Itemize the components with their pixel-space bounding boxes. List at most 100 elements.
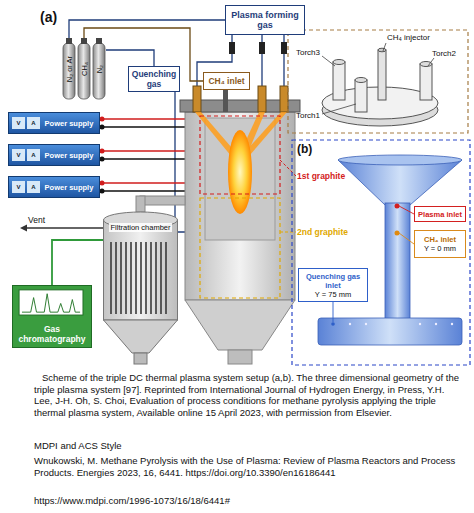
- callout-box: Quenching gas inletY = 75 mm: [298, 268, 368, 302]
- node-label: Plasma inlet: [418, 210, 462, 219]
- device-label: Power supply: [42, 119, 96, 128]
- power-supply: VAPower supply: [8, 112, 100, 134]
- part-label: Torch3: [296, 48, 320, 57]
- gas-cylinder: N₂: [92, 38, 106, 100]
- power-wire: [103, 119, 185, 191]
- filtration-chamber-shape: [160, 242, 162, 314]
- meter-label: V: [12, 117, 25, 129]
- torch-detail: [383, 43, 386, 51]
- reactor: [223, 90, 228, 112]
- gas-cylinder-shape: [81, 38, 87, 44]
- dimension-label: Y = 75 mm: [315, 290, 351, 299]
- pipe-line: [69, 20, 225, 38]
- geometry-3d: [395, 231, 400, 236]
- callout-title: Quenching gas inlet: [299, 272, 367, 290]
- torch-detail: [288, 30, 468, 133]
- vent-arrow: [20, 225, 103, 232]
- geometry-3d: [395, 204, 400, 209]
- geometry-3d: [399, 233, 414, 244]
- flow-meter: [229, 42, 287, 54]
- gas-chromatograph-shape: [22, 294, 80, 312]
- geometry-3d: [318, 318, 462, 345]
- node-label: Gas chromatography: [13, 324, 91, 344]
- part-label: CH₄ injector: [387, 33, 430, 42]
- torch-detail: [355, 78, 367, 83]
- reactor: [280, 86, 288, 112]
- terminal: [100, 157, 105, 162]
- reactor: [258, 86, 266, 112]
- node-label: CH₄ inlet: [208, 76, 244, 86]
- filtration-chamber-shape: [140, 242, 142, 314]
- geometry-3d: [292, 140, 470, 365]
- power-wire: [103, 118, 185, 119]
- source-url: https://www.mdpi.com/1996-1073/16/18/644…: [34, 495, 230, 506]
- geometry-3d: [349, 323, 351, 325]
- torch-detail: [288, 30, 468, 133]
- filtration-chamber-shape: [120, 242, 122, 314]
- terminal: [100, 189, 105, 194]
- torch-detail: [428, 58, 434, 66]
- cylinder-label: N₂: [95, 65, 104, 73]
- gas-line: [175, 92, 185, 232]
- gas-cylinder-shape: [93, 43, 105, 99]
- gas-chromatograph-shape: [19, 290, 83, 315]
- power-supply: VAPower supply: [8, 144, 100, 166]
- pipe: [140, 196, 185, 205]
- gas-cylinder-shape: [96, 38, 102, 44]
- part-label: Torch1: [296, 111, 320, 120]
- device-label: Power supply: [42, 183, 96, 192]
- reactor: [280, 232, 296, 233]
- inlet-box: CH₄ inlet: [203, 72, 250, 90]
- gas-chromatograph: Gas chromatography: [12, 285, 92, 348]
- reactor: [200, 116, 280, 194]
- filtration-chamber-shape: [110, 242, 112, 314]
- citation-heading: MDPI and ACS Style: [34, 440, 122, 451]
- terminal: [100, 117, 105, 122]
- gas-cylinder-shape: [63, 43, 75, 99]
- geometry-3d: [399, 206, 414, 214]
- meter-label: A: [27, 149, 40, 161]
- geometry-3d: [331, 322, 335, 326]
- torch-detail: [333, 60, 345, 65]
- geometry-3d: [435, 323, 437, 325]
- flow-meter: [281, 42, 287, 54]
- reactor: [280, 160, 296, 176]
- reactor: [185, 300, 295, 350]
- cylinder-label: CH₄: [80, 62, 89, 76]
- filtration-chamber-shape: [115, 242, 117, 314]
- geometry-3d: [419, 323, 421, 325]
- reactor: [185, 112, 295, 300]
- gas-supply-box: Plasma forming gas: [225, 5, 305, 35]
- power-supply: VAPower supply: [8, 176, 100, 198]
- power-wire: [103, 158, 185, 159]
- cylinder-label: N₂ or Ar: [65, 56, 74, 82]
- gas-supply-box: Quenching gas: [128, 66, 180, 92]
- reactor: [180, 86, 300, 364]
- callout-title: CH₄ inlet: [424, 235, 456, 244]
- vent-arrow: [20, 225, 27, 232]
- pipe-line: [106, 50, 154, 66]
- pipe: [136, 196, 185, 212]
- geometry-3d: [292, 140, 470, 365]
- filtration-chamber-shape: [145, 242, 147, 314]
- node-label: Filtration chamber: [109, 223, 171, 232]
- geometry-3d: [365, 323, 367, 325]
- terminal: [100, 117, 105, 194]
- meter-label: V: [12, 149, 25, 161]
- torch-detail: [378, 50, 386, 100]
- torch-detail: [355, 80, 367, 112]
- torch-detail: [333, 62, 345, 100]
- power-wire: [103, 182, 185, 183]
- figure-caption: Scheme of the triple DC thermal plasma s…: [34, 372, 459, 418]
- pipe-connector: [69, 20, 225, 38]
- filtration-chamber-shape: [155, 242, 157, 314]
- gas-cylinder: CH₄: [77, 38, 91, 100]
- torch-detail: [322, 56, 335, 66]
- filtration-chamber-shape: [125, 242, 127, 314]
- geometry-3d: [338, 155, 462, 165]
- gas-cylinder-shape: [78, 43, 90, 99]
- flow-label: Vent: [28, 215, 45, 225]
- terminal: [100, 125, 105, 130]
- geometry-3d: [333, 302, 334, 322]
